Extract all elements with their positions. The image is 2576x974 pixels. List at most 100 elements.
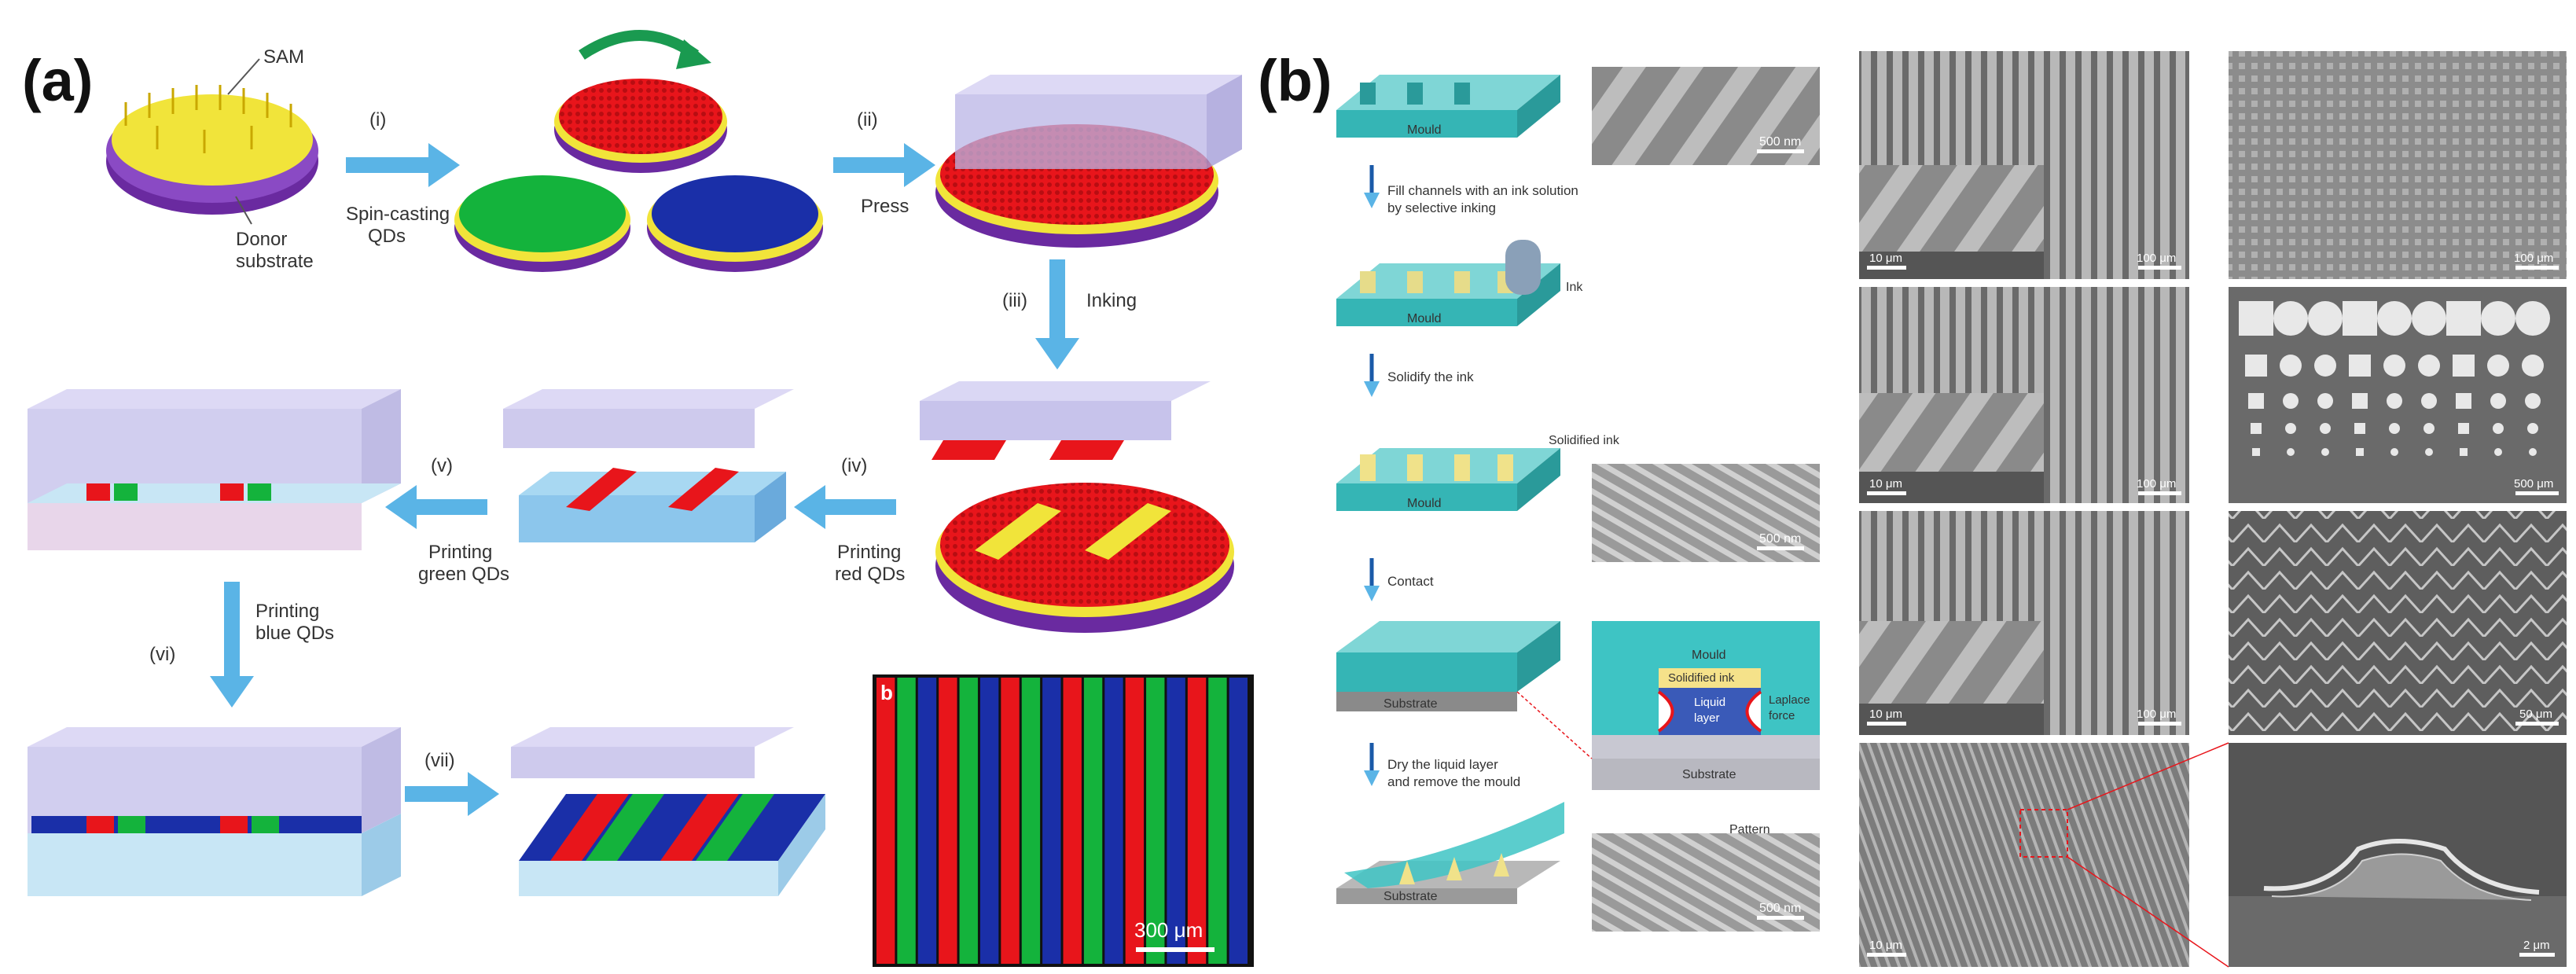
contact-label: Contact (1387, 574, 1434, 589)
print-green-label-2: green QDs (418, 564, 509, 585)
print-green-label-1: Printing (428, 542, 492, 563)
step-iv-label: (iv) (841, 455, 867, 476)
micro-shape (2239, 301, 2273, 336)
micro-shape (2308, 301, 2343, 336)
solidified-mould (1336, 448, 1560, 511)
dry-label-1: Dry the liquid layer (1387, 757, 1498, 772)
scale-300-label: 300 μm (1134, 918, 1203, 942)
cross-solidified-label: Solidified ink (1668, 671, 1735, 685)
step-ii-label: (ii) (857, 109, 878, 130)
scale-500nm-3: 500 nm (1759, 902, 1801, 915)
rgb-stripe (1146, 678, 1165, 964)
scale-10-3: 10 μm (1869, 708, 1902, 721)
print-red-label-1: Printing (837, 542, 901, 563)
micro-shape (2343, 301, 2377, 336)
ink-label: Ink (1566, 281, 1583, 294)
micro-shape (2529, 448, 2537, 456)
spin-label-1: Spin-casting (346, 204, 450, 225)
green-qd-disc (454, 175, 630, 272)
inking-label: Inking (1086, 290, 1137, 311)
scale-100-3: 100 μm (2137, 708, 2176, 721)
micro-shape (2481, 301, 2515, 336)
rgb-stripe (1229, 678, 1248, 964)
sem-col1-row2 (1859, 287, 2189, 503)
rgb-stripe (1042, 678, 1061, 964)
substrate-label-2: Substrate (1384, 890, 1438, 903)
rgb-stripe (897, 678, 916, 964)
micro-shape (2527, 423, 2538, 434)
micro-shape (2412, 301, 2446, 336)
sem-col2-row4-zoom (2229, 743, 2567, 967)
cross-mould-label: Mould (1692, 649, 1726, 662)
micro-shape (2349, 355, 2371, 377)
step-ii-arrow (833, 143, 935, 187)
donor-label-2: substrate (236, 251, 314, 272)
sem-col2-row3 (2229, 511, 2567, 735)
inset-b-label: b (880, 681, 893, 704)
micro-shape (2418, 355, 2440, 377)
scale-100-2: 100 μm (2137, 477, 2176, 491)
micro-shape (2252, 448, 2260, 456)
red-printed-stack (503, 389, 794, 542)
scale-2: 2 μm (2523, 939, 2550, 952)
micro-shape (2487, 355, 2509, 377)
micro-shape (2453, 355, 2475, 377)
micro-shape (2387, 393, 2402, 409)
sem-col2-row2-shapes (2229, 287, 2567, 503)
micro-shape (2273, 301, 2308, 336)
scale-10-4: 10 μm (1869, 939, 1902, 952)
micro-shape (2283, 393, 2299, 409)
rgb-stripe (939, 678, 957, 964)
cross-liquid-label-2: layer (1694, 711, 1720, 725)
step-vi-label: (vi) (149, 644, 175, 665)
step-vi-arrow (210, 582, 254, 708)
micro-shape (2285, 423, 2296, 434)
scale-10-1: 10 μm (1869, 252, 1902, 265)
substrate-label-1: Substrate (1384, 697, 1438, 711)
micro-shape (2248, 393, 2264, 409)
sem-pattern (1592, 833, 1820, 932)
rgb-stripe (959, 678, 978, 964)
rgb-stripe (1021, 678, 1041, 964)
sem-col2-row1 (2229, 51, 2567, 279)
step-iv-arrow (794, 485, 896, 529)
cross-substrate-label: Substrate (1682, 768, 1736, 781)
rgb-stripe (1208, 678, 1227, 964)
mould-label-3: Mould (1407, 497, 1442, 510)
press-label: Press (861, 196, 909, 217)
step-v-label: (v) (431, 455, 453, 476)
step-iii-arrow (1035, 259, 1079, 369)
mould-block (1336, 75, 1560, 138)
micro-shape (2421, 393, 2437, 409)
rgb-stripe-micrograph (873, 674, 1254, 967)
spin-arrow-icon (579, 30, 700, 60)
red-green-stack (28, 389, 401, 550)
scale-100-4: 100 μm (2514, 252, 2553, 265)
scale-100-1: 100 μm (2137, 252, 2176, 265)
micro-shape (2456, 393, 2471, 409)
rgb-stack-with-stamp (28, 727, 401, 896)
rgb-stripe (917, 678, 937, 964)
micro-shape (2525, 393, 2541, 409)
blue-qd-disc (647, 175, 823, 272)
micro-shape (2245, 355, 2267, 377)
sam-label: SAM (263, 46, 304, 68)
inked-stamp-and-disc (920, 381, 1234, 633)
micro-shape (2317, 393, 2333, 409)
step-i-arrow (346, 143, 460, 187)
sem-solidified (1592, 464, 1820, 562)
cross-laplace-label-1: Laplace (1769, 693, 1810, 707)
step-i-label: (i) (369, 109, 386, 130)
cross-liquid-label-1: Liquid (1694, 696, 1725, 709)
sem-col1-row4 (1859, 743, 2189, 967)
spin-label-2: QDs (368, 226, 406, 247)
micro-shape (2423, 423, 2435, 434)
micro-shape (2287, 448, 2295, 456)
rgb-stripe (1063, 678, 1082, 964)
micro-shape (2390, 448, 2398, 456)
micro-shape (2320, 423, 2331, 434)
panel-a-label: (a) (22, 48, 93, 113)
micro-shape (2425, 448, 2433, 456)
micro-shape (2460, 448, 2468, 456)
micro-shape (2522, 355, 2544, 377)
